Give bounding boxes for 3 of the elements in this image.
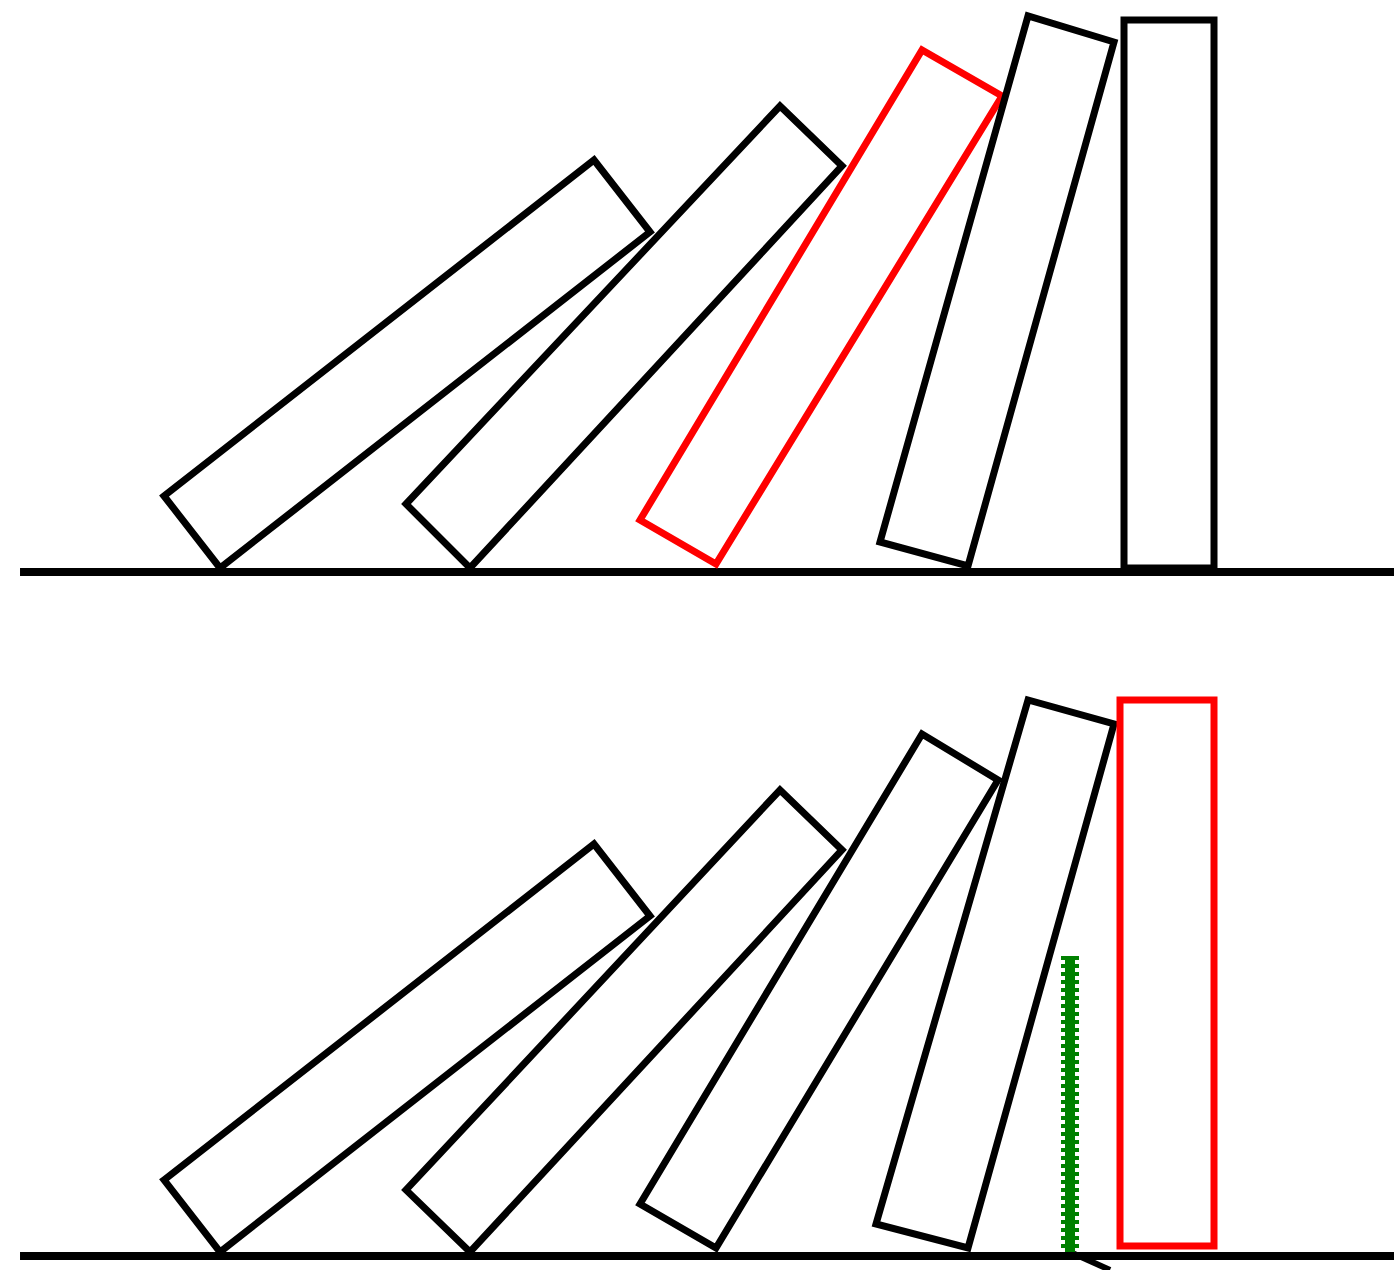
dotted-bar: [1061, 956, 1079, 1252]
domino: [1116, 696, 1218, 1250]
domino: [1120, 16, 1218, 572]
